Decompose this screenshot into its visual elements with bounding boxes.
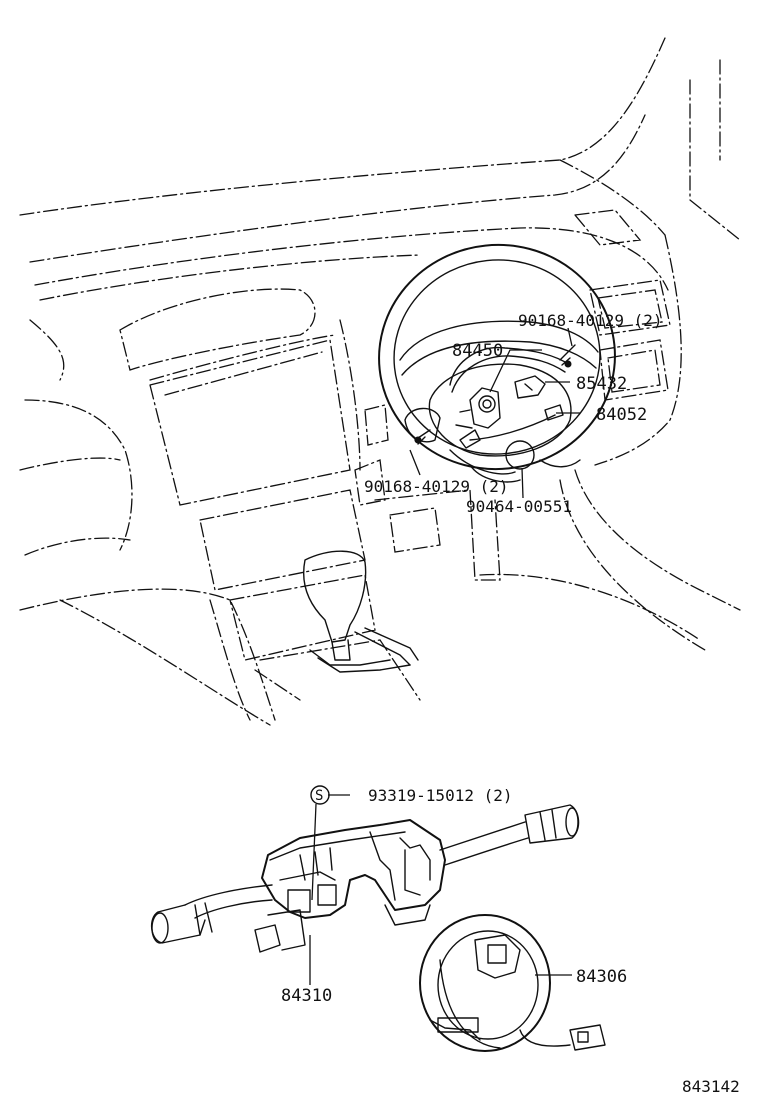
- label-85432: 85432: [576, 374, 627, 394]
- part-labels: 90168-40129 (2) 84450 85432 84052 90168-…: [281, 311, 740, 1096]
- s-symbol-icon: [310, 785, 330, 805]
- shift-lever: [303, 550, 419, 673]
- s-symbol-letter: S: [315, 788, 323, 804]
- figure-number: 843142: [682, 1077, 740, 1096]
- label-84306: 84306: [576, 967, 627, 987]
- label-90168-40129-upper: 90168-40129 (2): [518, 311, 663, 330]
- steering-wheel: [378, 243, 616, 483]
- dashboard-outline: [19, 37, 741, 726]
- label-90168-40129-lower: 90168-40129 (2): [364, 477, 509, 496]
- label-84310: 84310: [281, 986, 332, 1006]
- spiral-cable: [419, 914, 606, 1052]
- leader-lines: [309, 327, 580, 985]
- combination-switch: [151, 804, 580, 953]
- wheel-components: [414, 344, 576, 470]
- label-84052: 84052: [596, 405, 647, 425]
- label-93319-15012: 93319-15012 (2): [368, 786, 513, 805]
- label-90464-00551: 90464-00551: [466, 497, 572, 516]
- label-84450: 84450: [452, 341, 503, 361]
